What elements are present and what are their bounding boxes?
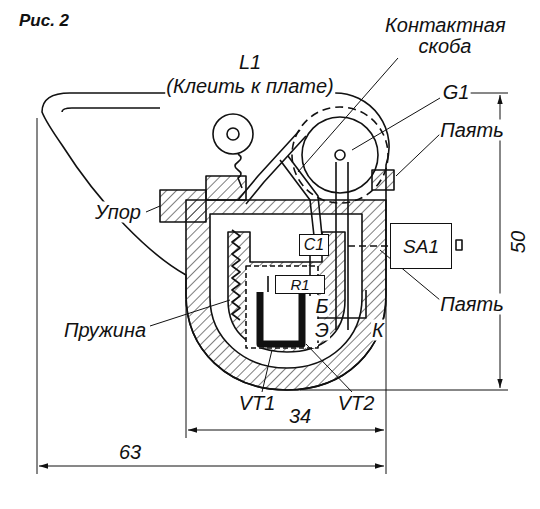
part-name: G1 — [442, 82, 471, 103]
battery-terminal — [335, 150, 345, 160]
coil-lead — [235, 154, 242, 188]
box-label: SA1 — [403, 237, 439, 256]
part-name: Пружина — [63, 320, 147, 341]
pin-name: Э — [314, 320, 330, 341]
spring — [232, 230, 240, 320]
part-name: Упор — [94, 202, 142, 223]
dimension: 50 — [508, 230, 529, 254]
part-name: Контактная скоба — [384, 15, 506, 57]
dimension: 34 — [288, 406, 312, 427]
note: Паять — [439, 120, 504, 141]
coil-core — [227, 128, 239, 140]
transistor-leads — [268, 255, 366, 318]
inner-block — [228, 232, 345, 352]
switch-lead — [348, 245, 388, 247]
part-name: VT2 — [337, 393, 376, 414]
switch-button — [456, 240, 462, 250]
housing-wall — [186, 200, 386, 390]
part-name: VT1 — [238, 393, 277, 414]
dimension: 63 — [118, 442, 142, 463]
pin-name: Б — [314, 296, 329, 317]
housing-outline — [42, 93, 389, 390]
part-name: L1 — [238, 52, 262, 73]
dimension-lines — [37, 93, 508, 474]
box-label: C1 — [304, 237, 324, 253]
figure-title: Рис. 2 — [18, 12, 70, 30]
box-label: R1 — [290, 277, 309, 292]
switch-box: SA1 — [390, 223, 452, 269]
transistor-body — [260, 292, 302, 344]
coil-l1 — [213, 114, 253, 154]
resistor-box: R1 — [275, 275, 325, 294]
pin-name: К — [371, 320, 385, 341]
note: Паять — [439, 294, 504, 315]
stop-block — [160, 190, 206, 222]
capacitor-box: C1 — [299, 234, 329, 256]
solder-block — [372, 170, 394, 190]
lead-wire — [336, 162, 348, 330]
note: (Клеить к плате) — [165, 76, 335, 97]
hook-inner — [62, 108, 160, 112]
